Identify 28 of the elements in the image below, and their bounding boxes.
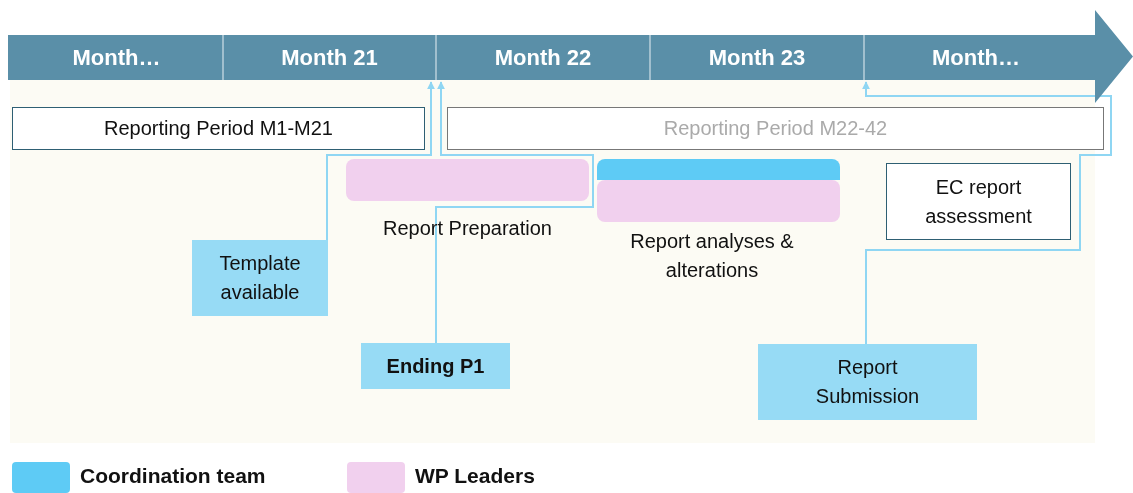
milestone-box bbox=[192, 240, 328, 316]
timeline-arrow bbox=[8, 10, 1133, 103]
arrow bbox=[435, 81, 594, 344]
task-label: Report Preparation bbox=[382, 216, 553, 241]
arrow bbox=[326, 81, 435, 241]
node-text: Ending P1 bbox=[386, 353, 485, 379]
node-text: Reporting Period M22-42 bbox=[663, 116, 888, 141]
task-label: Report analyses & alterations bbox=[629, 229, 795, 283]
node-text: Template available bbox=[218, 251, 302, 305]
month-text: Month 23 bbox=[708, 43, 806, 72]
arrow bbox=[862, 81, 1112, 345]
month-text: Month 22 bbox=[494, 43, 592, 72]
legend-label: Coordination team bbox=[80, 464, 266, 488]
period-box bbox=[12, 107, 425, 150]
milestone-box bbox=[758, 344, 977, 420]
period-box bbox=[447, 107, 1104, 150]
task-bar bbox=[597, 159, 840, 180]
task-bar bbox=[597, 180, 840, 222]
month-text: Month 21 bbox=[281, 43, 378, 72]
milestone-box bbox=[361, 343, 510, 389]
month-text: Month… bbox=[72, 43, 161, 72]
node-text: Report Submission bbox=[814, 355, 921, 409]
task-bar bbox=[346, 159, 589, 201]
month-text: Month… bbox=[932, 43, 1020, 72]
assessment-box bbox=[886, 163, 1071, 240]
node-text: EC report assessment bbox=[924, 174, 1033, 229]
legend-label: WP Leaders bbox=[415, 464, 535, 488]
node-text: Reporting Period M1-M21 bbox=[104, 116, 333, 141]
